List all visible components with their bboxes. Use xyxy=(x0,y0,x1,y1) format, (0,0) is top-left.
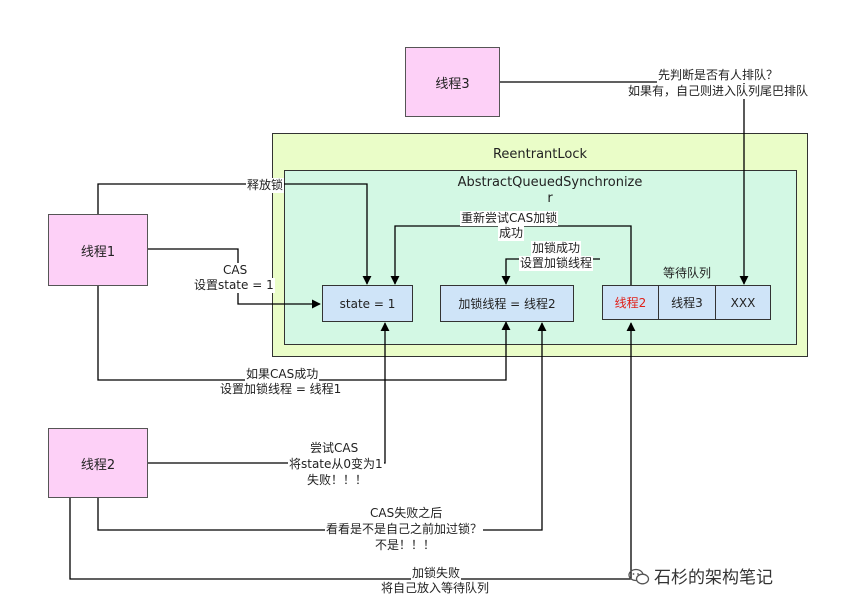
label-try-line3: 失败！！！ xyxy=(306,473,369,488)
label-release-lock: 释放锁 xyxy=(246,178,285,193)
label-after-line1: CAS失败之后 xyxy=(369,506,444,521)
label-retry-line1: 重新尝试CAS加锁 xyxy=(460,211,559,226)
thread1-box: 线程1 xyxy=(48,214,148,286)
wait-queue-label: 等待队列 xyxy=(662,266,711,280)
wechat-icon xyxy=(628,568,650,585)
owner-thread-cell: 加锁线程 = 线程2 xyxy=(440,285,574,322)
aqs-title-line2: r xyxy=(547,191,553,206)
label-cas-line2: 设置state = 1 xyxy=(193,278,275,293)
label-if-cas-line2: 设置加锁线程 = 线程1 xyxy=(219,382,343,397)
label-thread3-line2: 如果有，自己则进入队列尾巴排队 xyxy=(627,84,810,99)
queue-cell-first: 线程2 xyxy=(602,285,659,320)
label-fail-line1: 加锁失败 xyxy=(411,566,462,581)
queue-cell-second: 线程3 xyxy=(658,285,716,320)
label-cas-line1: CAS xyxy=(222,263,249,278)
label-try-line1: 尝试CAS xyxy=(309,441,360,456)
reentrantlock-title: ReentrantLock xyxy=(492,147,588,162)
state-cell: state = 1 xyxy=(322,285,413,322)
watermark: 石杉的架构笔记 xyxy=(628,563,773,588)
queue-cell-tail: XXX xyxy=(715,285,771,320)
label-lock-ok-line2: 设置加锁线程 xyxy=(519,256,594,271)
label-after-line2: 看看是不是自己之前加过锁？ xyxy=(325,522,484,537)
label-retry-line2: 成功 xyxy=(498,226,525,241)
label-thread3-line1: 先判断是否有人排队？ xyxy=(657,68,780,83)
thread3-box: 线程3 xyxy=(405,47,500,117)
thread2-box: 线程2 xyxy=(48,428,148,498)
aqs-title-line1: AbstractQueuedSynchronize xyxy=(457,175,643,190)
label-lock-ok-line1: 加锁成功 xyxy=(531,241,582,256)
label-fail-line2: 将自己放入等待队列 xyxy=(380,581,491,596)
label-if-cas-line1: 如果CAS成功 xyxy=(245,367,320,382)
label-after-line3: 不是！！！ xyxy=(374,538,437,553)
label-try-line2: 将state从0变为1 xyxy=(288,457,384,472)
watermark-text: 石杉的架构笔记 xyxy=(654,568,773,588)
